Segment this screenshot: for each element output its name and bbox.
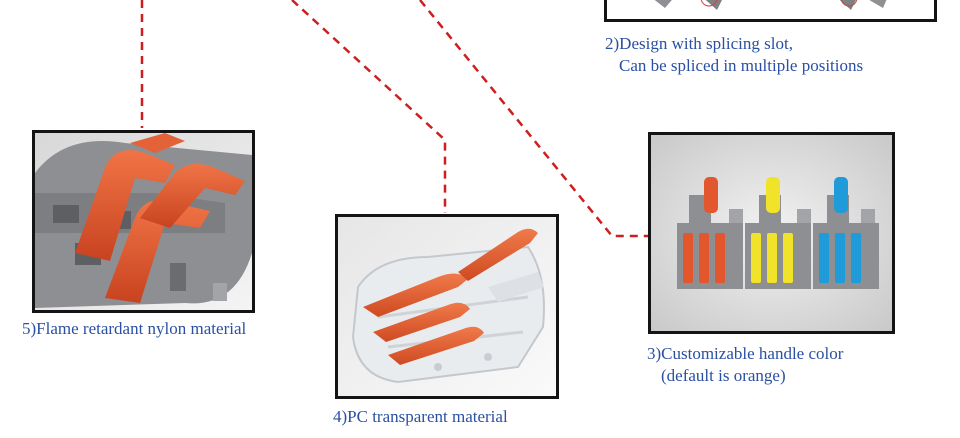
nylon-connector-illustration [35, 133, 252, 310]
caption-splicing-slot: 2)Design with splicing slot, Can be spli… [605, 33, 863, 77]
color-options-illustration [651, 135, 892, 331]
color-options-image-frame [648, 132, 895, 334]
caption-color-line1: 3)Customizable handle color [647, 344, 844, 363]
transparent-material-image-frame [335, 214, 559, 399]
caption-transparent: 4)PC transparent material [333, 407, 508, 426]
leader-line-transparent [291, 0, 447, 213]
caption-splicing-line2: Can be spliced in multiple positions [619, 56, 864, 75]
leader-line-color [419, 0, 648, 238]
transparent-connector-illustration [338, 217, 556, 396]
caption-color-line2: (default is orange) [661, 366, 786, 385]
orange-lever-connector [677, 177, 743, 289]
nylon-material-image-frame [32, 130, 255, 313]
caption-nylon: 5)Flame retardant nylon material [22, 319, 247, 338]
blue-lever-connector [813, 177, 879, 289]
caption-color-options: 3)Customizable handle color (default is … [647, 343, 843, 387]
splicing-slot-image-frame [604, 0, 937, 22]
caption-splicing-line1: 2)Design with splicing slot, [605, 34, 793, 53]
yellow-lever-connector [745, 177, 811, 289]
